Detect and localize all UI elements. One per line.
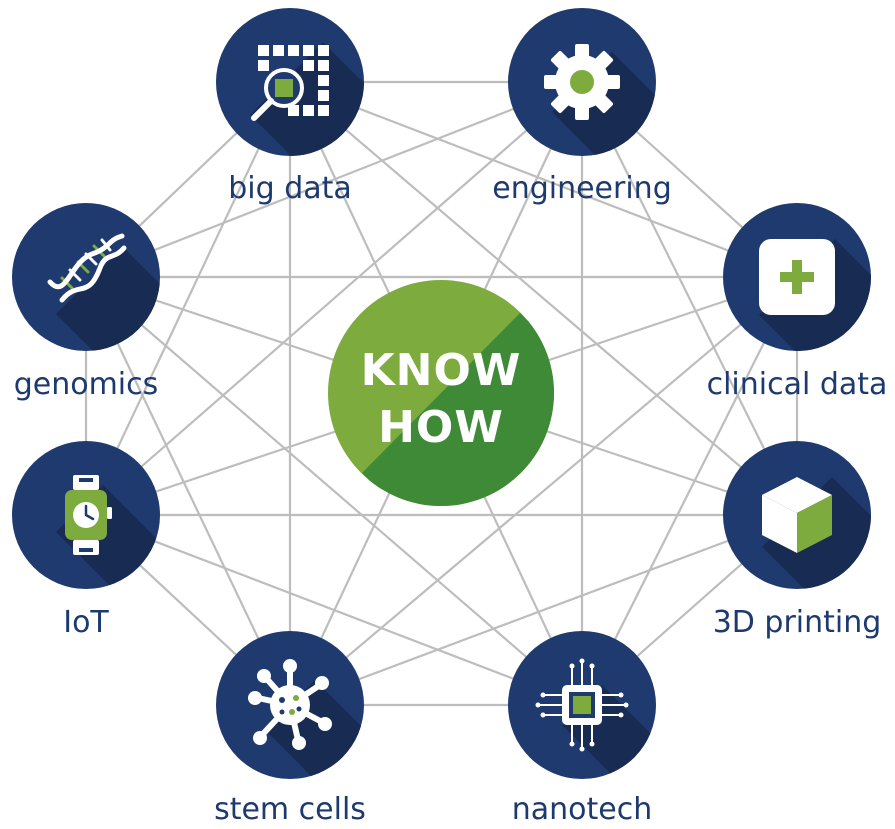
connection-line xyxy=(581,276,798,706)
cube-icon xyxy=(762,477,832,553)
node-iot[interactable] xyxy=(12,441,223,652)
connection-line xyxy=(581,81,798,516)
connection-line xyxy=(85,513,583,707)
center-know-how[interactable]: KNOW HOW xyxy=(328,280,760,713)
connection-line xyxy=(85,80,583,279)
connection-line xyxy=(85,276,291,706)
connection-line xyxy=(289,276,798,706)
connection-line xyxy=(289,513,798,707)
smartwatch-icon xyxy=(65,475,112,555)
medical-cross-icon xyxy=(759,239,835,315)
cell-icon xyxy=(248,659,332,750)
label-stem-cells: stem cells xyxy=(214,792,366,827)
label-nanotech: nanotech xyxy=(512,792,653,827)
connection-line xyxy=(85,276,583,706)
gear-icon xyxy=(544,44,620,120)
label-clinical-data: clinical data xyxy=(707,367,888,402)
microchip-icon xyxy=(535,658,629,752)
center-long-shadow xyxy=(362,313,554,506)
label-genomics: genomics xyxy=(14,367,159,402)
center-label-line1: KNOW xyxy=(361,345,522,396)
center-label-line2: HOW xyxy=(378,402,504,453)
connection-line xyxy=(289,80,798,279)
dna-icon xyxy=(47,233,127,303)
label-3d-printing: 3D printing xyxy=(713,605,882,640)
connection-line xyxy=(85,81,583,516)
label-iot: IoT xyxy=(63,605,109,640)
label-engineering: engineering xyxy=(492,171,672,206)
grid-magnifier-icon xyxy=(251,45,329,121)
label-big-data: big data xyxy=(228,171,352,206)
connection-line xyxy=(85,81,291,516)
